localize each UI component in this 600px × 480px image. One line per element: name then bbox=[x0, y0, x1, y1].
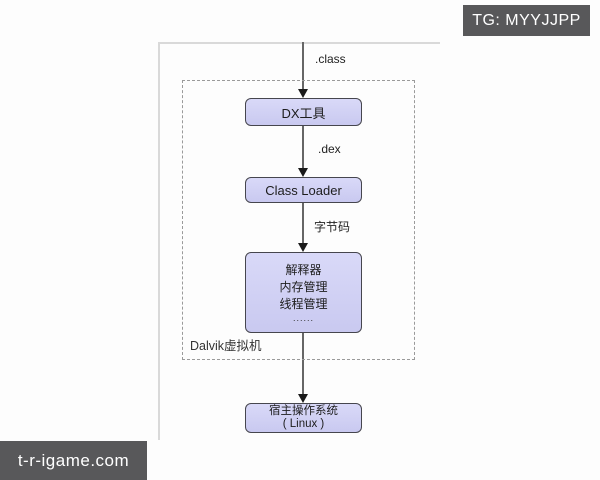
node-class-loader-label: Class Loader bbox=[265, 182, 342, 198]
edge-label-class-file: .class bbox=[315, 52, 346, 66]
runtime-line-memory-management: 内存管理 bbox=[279, 280, 328, 294]
image-frame-left-border bbox=[158, 42, 160, 440]
runtime-line-thread-management: 线程管理 bbox=[279, 297, 328, 311]
dalvik-vm-dashed-container: Dalvik虚拟机 bbox=[182, 80, 415, 360]
arrow-down-icon bbox=[297, 89, 308, 98]
edge-label-dex-file: .dex bbox=[318, 142, 341, 156]
arrow-down-icon bbox=[297, 243, 308, 252]
dalvik-vm-label: Dalvik虚拟机 bbox=[190, 339, 262, 353]
runtime-line-interpreter: 解释器 bbox=[285, 263, 322, 277]
arrow-down-icon bbox=[297, 394, 308, 403]
node-host-os-subtitle: ( Linux ) bbox=[282, 418, 325, 430]
site-watermark-badge: t-r-igame.com bbox=[0, 441, 147, 480]
node-runtime-components: 解释器 内存管理 线程管理 ...... bbox=[245, 252, 362, 333]
node-host-os-title: 宿主操作系统 bbox=[269, 404, 338, 417]
connector-class-to-dx bbox=[302, 42, 304, 91]
telegram-watermark-text: TG: MYYJJPP bbox=[472, 11, 581, 29]
runtime-line-ellipsis: ...... bbox=[292, 313, 314, 323]
connector-classloader-to-runtime bbox=[302, 203, 304, 245]
edge-label-bytecode: 字节码 bbox=[314, 220, 351, 234]
telegram-watermark-badge: TG: MYYJJPP bbox=[463, 5, 590, 36]
node-dx-tool-label: DX工具 bbox=[281, 105, 326, 121]
image-frame-top-border bbox=[158, 42, 440, 44]
node-host-os: 宿主操作系统 ( Linux ) bbox=[245, 403, 362, 433]
arrow-down-icon bbox=[297, 168, 308, 177]
site-watermark-text: t-r-igame.com bbox=[17, 450, 130, 470]
node-class-loader: Class Loader bbox=[245, 177, 362, 203]
connector-dx-to-classloader bbox=[302, 126, 304, 170]
connector-runtime-to-hostos bbox=[302, 333, 304, 395]
node-dx-tool: DX工具 bbox=[245, 98, 362, 126]
